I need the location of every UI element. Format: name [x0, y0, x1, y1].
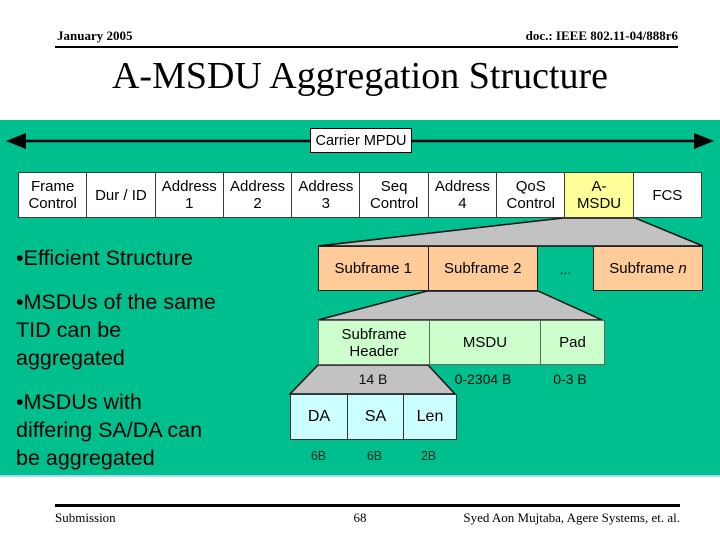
header-rule: [55, 46, 678, 48]
cell-line: Address: [434, 178, 490, 195]
sa-cell: SA: [347, 395, 403, 439]
cell-line: Frame: [30, 178, 75, 195]
subframe-n-cell: Subframe n: [594, 247, 702, 290]
slide-title: A-MSDU Aggregation Structure: [111, 55, 609, 97]
size-msdu: 0-2304 B: [454, 371, 512, 387]
size-len: 2B: [420, 449, 437, 463]
header-doc-number: doc.: IEEE 802.11-04/888r6: [525, 28, 678, 43]
cell-line: Control: [506, 195, 555, 212]
da-cell: DA: [307, 408, 331, 425]
panel-bottom-shadow: [0, 475, 720, 477]
subframe-n-variable: n: [678, 260, 687, 277]
trapezoid-amsdu-to-subframes: [317, 217, 704, 247]
header-date: January 2005: [57, 28, 133, 43]
cell-line: A-: [591, 178, 607, 195]
footer-authors: Syed Aon Mujtaba, Agere Systems, et. al.: [463, 510, 680, 525]
footer-submission-label: Submission: [55, 510, 116, 525]
cell-line: 1: [185, 195, 194, 212]
cell-line: Address: [298, 178, 354, 195]
cell-line: 3: [321, 195, 330, 212]
mpdu-cell-frame-control: Frame Control: [19, 173, 86, 217]
footer-page-number: 68: [353, 510, 367, 525]
cell-line: Pad: [559, 334, 586, 351]
subframe-1-2-box: Subframe 1 Subframe 2: [318, 246, 538, 291]
subframe-ellipsis: ...: [559, 260, 572, 277]
cell-line: Header: [349, 342, 399, 360]
bullet-line: be aggregated: [16, 446, 155, 470]
msdu-cell: MSDU: [429, 321, 540, 364]
bullet-list: •Efficient Structure •MSDUs of the same …: [16, 244, 300, 488]
mpdu-cell-address-4: Address 4: [427, 173, 496, 217]
cell-line: Seq: [380, 178, 408, 195]
mpdu-cell-address-1: Address 1: [154, 173, 223, 217]
cell-line: 2: [253, 195, 262, 212]
mpdu-cell-seq-control: Seq Control: [359, 173, 427, 217]
mpdu-cell-address-2: Address 2: [222, 173, 291, 217]
bullet-line: •MSDUs of the same: [16, 290, 216, 314]
subframe-header-table: DA SA Len: [290, 394, 457, 440]
bullet-line: aggregated: [16, 346, 125, 370]
mpdu-cell-fcs: FCS: [632, 173, 701, 217]
size-da: 6B: [310, 449, 327, 463]
len-cell: Len: [403, 395, 456, 439]
cell-line: Subframe: [341, 325, 407, 343]
subframe-n-prefix: Subframe: [609, 260, 679, 277]
bullet-differing-sa-da: •MSDUs with differing SA/DA can be aggre…: [16, 388, 300, 472]
bullet-same-tid: •MSDUs of the same TID can be aggregated: [16, 288, 300, 372]
pad-cell: Pad: [540, 321, 604, 364]
mpdu-cell-dur-id: Dur / ID: [86, 173, 154, 217]
cell-line: Address: [161, 178, 217, 195]
subframe-fields-table: Subframe Header MSDU Pad: [318, 320, 605, 365]
bullet-efficient-structure: •Efficient Structure: [16, 244, 300, 272]
bullet-line: •Efficient Structure: [16, 246, 193, 270]
cell-line: Address: [230, 178, 286, 195]
cell-line: Control: [28, 195, 77, 212]
size-pad: 0-3 B: [553, 371, 587, 387]
cell-line: 4: [458, 195, 467, 212]
bullet-line: TID can be: [16, 318, 122, 342]
footer-rule: [55, 504, 680, 507]
subframe-2-cell: Subframe 2: [427, 247, 538, 290]
mpdu-cell-address-3: Address 3: [291, 173, 359, 217]
subframe-n-box: Subframe n: [593, 246, 703, 291]
cell-line: MSDU: [576, 195, 622, 212]
diagram-connectors: [6, 133, 714, 395]
mpdu-field-table: Frame Control Dur / ID Address 1 Address…: [18, 172, 702, 218]
size-sa: 6B: [366, 449, 383, 463]
cell-line: Control: [369, 195, 419, 212]
subframe-header-cell: Subframe Header: [319, 321, 429, 364]
bullet-line: differing SA/DA can: [16, 418, 203, 442]
bullet-line: •MSDUs with: [16, 390, 142, 414]
carrier-mpdu-label: Carrier MPDU: [310, 128, 412, 153]
cell-line: MSDU: [462, 334, 508, 351]
carrier-arrow-right-head: [694, 133, 714, 149]
carrier-arrow-left-head: [6, 133, 26, 149]
mpdu-cell-qos-control: QoS Control: [496, 173, 564, 217]
size-subframe-header: 14 B: [358, 371, 388, 387]
cell-line: QoS: [515, 178, 546, 195]
diagram-panel: Carrier MPDU Frame Control Dur / ID Addr…: [0, 120, 720, 475]
mpdu-cell-a-msdu: A- MSDU: [564, 173, 633, 217]
subframe-1-cell: Subframe 1: [334, 260, 413, 277]
cell-line: Dur / ID: [95, 186, 147, 204]
cell-line: FCS: [652, 186, 683, 204]
trapezoid-subframe2-to-fields: [317, 290, 603, 321]
